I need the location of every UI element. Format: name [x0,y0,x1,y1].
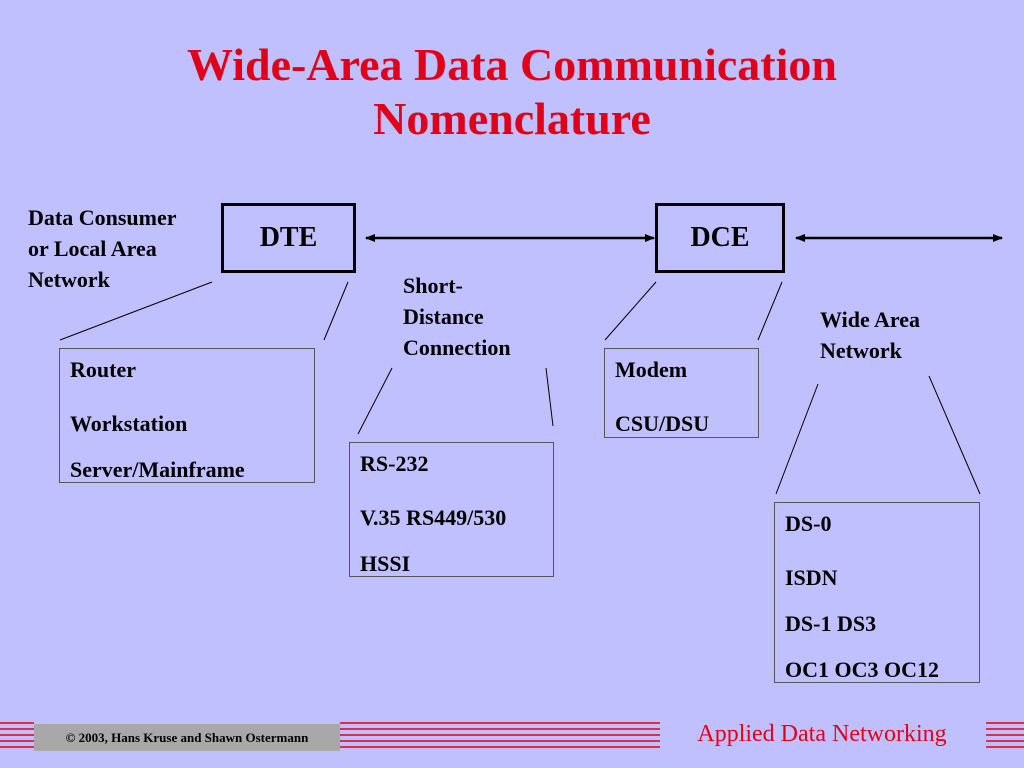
dte-device-item: Router [70,357,136,382]
dce-devices-box: Modem CSU/DSU [604,348,759,438]
data-consumer-line-1: Data Consumer [28,205,177,230]
dce-callout-right [757,281,783,341]
dte-callout-left [59,281,213,341]
footer-copyright: © 2003, Hans Kruse and Shawn Ostermann [34,724,340,751]
footer-brand: Applied Data Networking [660,718,984,750]
dce-device-item: CSU/DSU [615,411,710,436]
wan-link-item: OC1 OC3 OC12 [785,657,939,682]
short-distance-line-3: Connection [403,335,511,360]
dte-device-item: Workstation [70,411,188,436]
short-link-item: RS-232 [360,451,429,476]
wide-area-line-1: Wide Area [820,307,921,332]
footer-rules-right [986,722,1024,748]
slide-title: Wide-Area Data Communication Nomenclatur… [0,38,1024,146]
wan-link-item: DS-0 [785,511,832,536]
wan-link-item: ISDN [785,565,838,590]
dce-node-label: DCE [690,222,750,253]
wan-callout-right [928,375,981,495]
short-callout-right [545,367,554,427]
short-distance-line-2: Distance [403,304,484,329]
dce-device-item: Modem [615,357,688,382]
wan-callout-left [775,383,819,495]
wan-links-box: DS-0 ISDN DS-1 DS3 OC1 OC3 OC12 [774,502,980,683]
wide-area-label: Wide Area Network [820,304,920,366]
wan-link-item: DS-1 DS3 [785,611,877,636]
title-line-1: Wide-Area Data Communication [187,39,837,90]
dte-node-label: DTE [259,222,318,253]
short-callout-left [357,367,393,435]
short-link-item: V.35 RS449/530 [360,505,507,530]
short-link-item: HSSI [360,551,411,576]
data-consumer-line-2: or Local Area [28,236,157,261]
copyright-text: © 2003, Hans Kruse and Shawn Ostermann [65,729,309,745]
title-line-2: Nomenclature [373,93,651,144]
data-consumer-line-3: Network [28,267,110,292]
dte-devices-box: Router Workstation Server/Mainframe [59,348,315,483]
short-links-box: RS-232 V.35 RS449/530 HSSI [349,442,554,577]
dce-node: DCE [655,203,785,273]
dte-device-item: Server/Mainframe [70,457,245,482]
wide-area-line-2: Network [820,338,902,363]
short-distance-line-1: Short- [403,273,463,298]
data-consumer-label: Data Consumer or Local Area Network [28,202,177,295]
short-distance-label: Short- Distance Connection [403,270,511,363]
footer-rules-middle [340,722,660,748]
dte-callout-right [323,281,349,341]
dce-callout-left [604,281,657,341]
dte-node: DTE [221,203,356,273]
footer-rules-left [0,722,34,748]
